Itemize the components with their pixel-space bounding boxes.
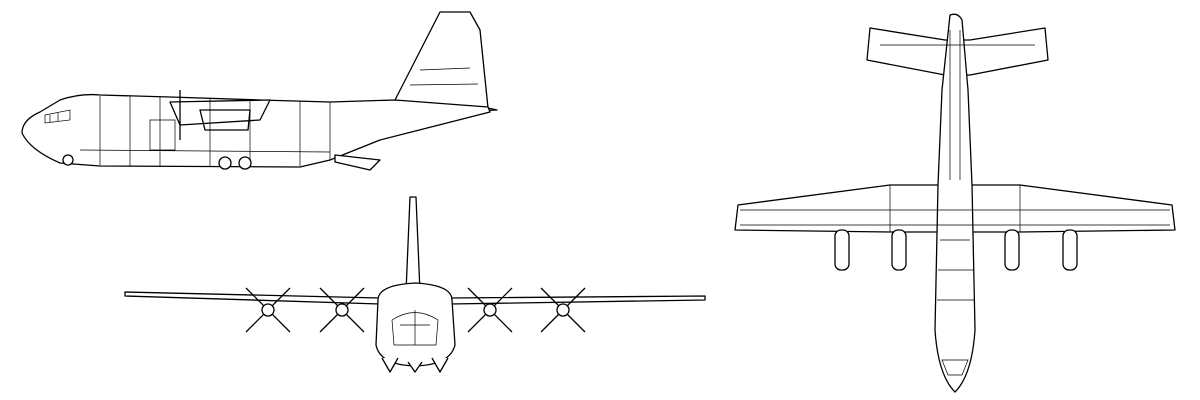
side-main-wheel <box>238 156 252 170</box>
top-fuselage <box>934 13 976 393</box>
nacelle-1 <box>834 229 850 271</box>
engine-hub <box>483 303 497 317</box>
top-cockpit <box>941 359 969 376</box>
engine-hub <box>556 303 570 317</box>
top-view <box>734 13 1176 393</box>
side-view <box>21 11 498 171</box>
side-cockpit-windows <box>44 109 71 124</box>
front-fin <box>405 196 421 293</box>
nacelle-2 <box>891 229 907 271</box>
front-view <box>124 196 706 373</box>
top-engine-nacelles <box>834 229 1078 271</box>
side-nose-wheel <box>62 154 74 166</box>
side-fuselage <box>21 93 491 168</box>
front-fuselage <box>375 282 456 367</box>
engine-hub <box>261 303 275 317</box>
side-wing-engine <box>169 99 271 131</box>
nacelle-4 <box>1062 229 1078 271</box>
side-ramp <box>334 154 381 171</box>
side-main-wheel <box>218 156 232 170</box>
front-cockpit <box>391 310 439 346</box>
side-panel-lines <box>79 67 479 166</box>
nacelle-3 <box>1004 229 1020 271</box>
side-tail-fin <box>394 11 498 113</box>
front-landing-gear <box>381 357 449 373</box>
engine-hub <box>335 303 349 317</box>
top-panel-lines <box>740 30 1170 301</box>
